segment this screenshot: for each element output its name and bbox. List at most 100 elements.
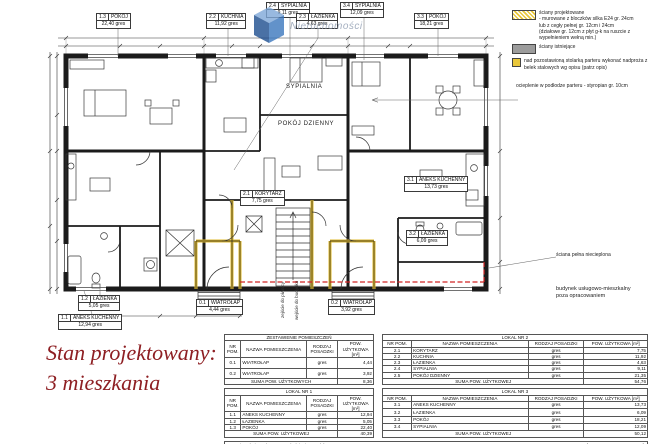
room-name: POKÓJ — [110, 14, 128, 20]
column-header: NAZWA POMIESZCZENIA — [411, 340, 529, 348]
room-number: 0.2 — [329, 300, 341, 307]
drawing-title: Stan projektowany: 3 mieszkania — [46, 338, 217, 397]
room-number: 2.3 — [297, 14, 309, 21]
room-name: KUCHNIA — [220, 14, 244, 20]
logo-watermark: Nieruchomości — [252, 5, 363, 47]
lintel-swatch — [512, 58, 521, 68]
staircase — [275, 207, 311, 287]
table-cell: WIATROŁAP — [240, 367, 307, 379]
table-cell: 3.3 — [381, 415, 413, 424]
column-header: NR POM. — [223, 394, 242, 413]
lokal1-table: LOKAL NR 1 NR POM. NAZWA POMIESZCZENIA R… — [223, 388, 374, 438]
table-cell: ŁAZIENKA — [411, 408, 529, 417]
room-number: 3.2 — [407, 231, 419, 238]
door-swings — [107, 136, 411, 290]
scope-line: poza opracowaniem — [556, 293, 606, 300]
column-header: RODZAJ POSADZKI — [305, 394, 339, 413]
room-name: ANEKS KUCHENNY — [418, 177, 466, 183]
room-name: WIATROŁAP — [210, 300, 241, 306]
table-cell: gres — [305, 417, 339, 425]
full-wall-leader — [488, 256, 557, 269]
column-header: POW. UŻYTKOWA [m²] — [583, 340, 648, 348]
table-title: ZESTAWIENIE POMIESZCZEŃ — [224, 333, 374, 342]
table-cell: 0.2 — [223, 367, 242, 379]
table-cell: POKÓJ — [411, 415, 529, 424]
room-name: KORYTARZ — [254, 191, 282, 197]
room-area: 12,94 gres — [78, 322, 102, 329]
table-cell: 2.5 — [381, 371, 413, 379]
legend-line: lub z cegły pełnej gr. 12cm i 24cm — [539, 22, 615, 29]
table-cell: 2.2 — [381, 352, 413, 361]
lokal3-table: LOKAL NR 3 NR POM. NAZWA POMIESZCZENIA R… — [381, 388, 648, 438]
column-header: NAZWA POMIESZCZENIA — [240, 394, 307, 413]
logo-cube-icon — [254, 7, 284, 43]
room-area: 3,92 gres — [341, 307, 362, 314]
table-cell: 2.4 — [381, 365, 413, 373]
column-header: NR POM. — [223, 340, 242, 359]
room-area: 5,05 gres — [88, 303, 110, 310]
table-cell: 1.2 — [223, 417, 242, 425]
table-footer-value: 50,12 — [583, 430, 648, 438]
room-name: SYPIALNIA — [280, 3, 307, 9]
room-number: 1.2 — [79, 296, 91, 303]
red-dashed-boundary-line — [240, 262, 485, 283]
table-cell: 1.1 — [223, 411, 242, 419]
table-footer-value: 8,36 — [337, 377, 374, 386]
table-cell: gres — [305, 411, 339, 419]
table-cell: 3,92 — [337, 367, 374, 379]
room-name: SYPIALNIA — [354, 3, 381, 9]
column-header: NR POM. — [381, 340, 413, 348]
table-cell: 4,44 — [337, 357, 374, 369]
scope-line: budynek usługowo-mieszkalny — [556, 286, 631, 292]
column-header: NR POM. — [381, 394, 413, 402]
room-area: 13,73 gres — [424, 184, 448, 191]
title-line-2: 3 mieszkania — [46, 369, 161, 395]
label-leader-lines — [83, 13, 439, 315]
room-area: 6,09 gres — [416, 238, 438, 245]
furniture — [65, 57, 485, 289]
title-line-1: Stan projektowany: — [46, 340, 217, 365]
table-cell: gres — [527, 400, 585, 410]
table-cell: 3.4 — [381, 422, 413, 432]
table-title: LOKAL NR 3 — [382, 388, 648, 396]
total-area-note: * powierzchnie podano z uwzględnieniem t… — [228, 443, 549, 444]
table-cell: ANEKS KUCHENNY — [411, 400, 529, 410]
table-cell: SYPIALNIA — [411, 422, 529, 432]
legend-row-projected: ściany projektowane - murowane z bloczkó… — [512, 10, 650, 41]
legend-line: (działowe gr. 12cm z płyt g-k na ruszcie… — [539, 28, 631, 41]
table-cell: gres — [527, 422, 585, 432]
table-cell: 18,21 — [583, 415, 648, 424]
summary-table: ZESTAWIENIE POMIESZCZEŃ NR POM. NAZWA PO… — [223, 333, 374, 386]
table-cell: gres — [305, 367, 339, 379]
table-cell: 12,09 — [583, 422, 648, 432]
table-title: LOKAL NR 1 — [224, 388, 374, 396]
room-area: 4,63 gres — [306, 21, 328, 28]
legend-text: ściany projektowane - murowane z bloczkó… — [539, 10, 650, 41]
legend-lintel-note: nad pozostawioną stolarką parteru wykona… — [512, 58, 650, 71]
legend-line: ściany istniejące — [539, 44, 576, 51]
room-number: 1.3 — [97, 14, 109, 21]
table-cell: gres — [305, 423, 339, 432]
room-name: ŁAZIENKA — [310, 14, 336, 20]
table-title: LOKAL NR 2 — [382, 333, 648, 342]
table-footer-label: SUMA POW. UŻYTKOWYCH — [223, 377, 339, 386]
column-header: POW. UŻYTKOWA [m²] — [337, 340, 374, 359]
column-header: RODZAJ POSADZKI — [527, 340, 585, 348]
legend-line: ściany projektowane — [539, 10, 585, 16]
room-number: 3.1 — [405, 177, 417, 184]
table-footer-label: SUMA POW. UŻYTKOWEJ — [381, 377, 585, 386]
